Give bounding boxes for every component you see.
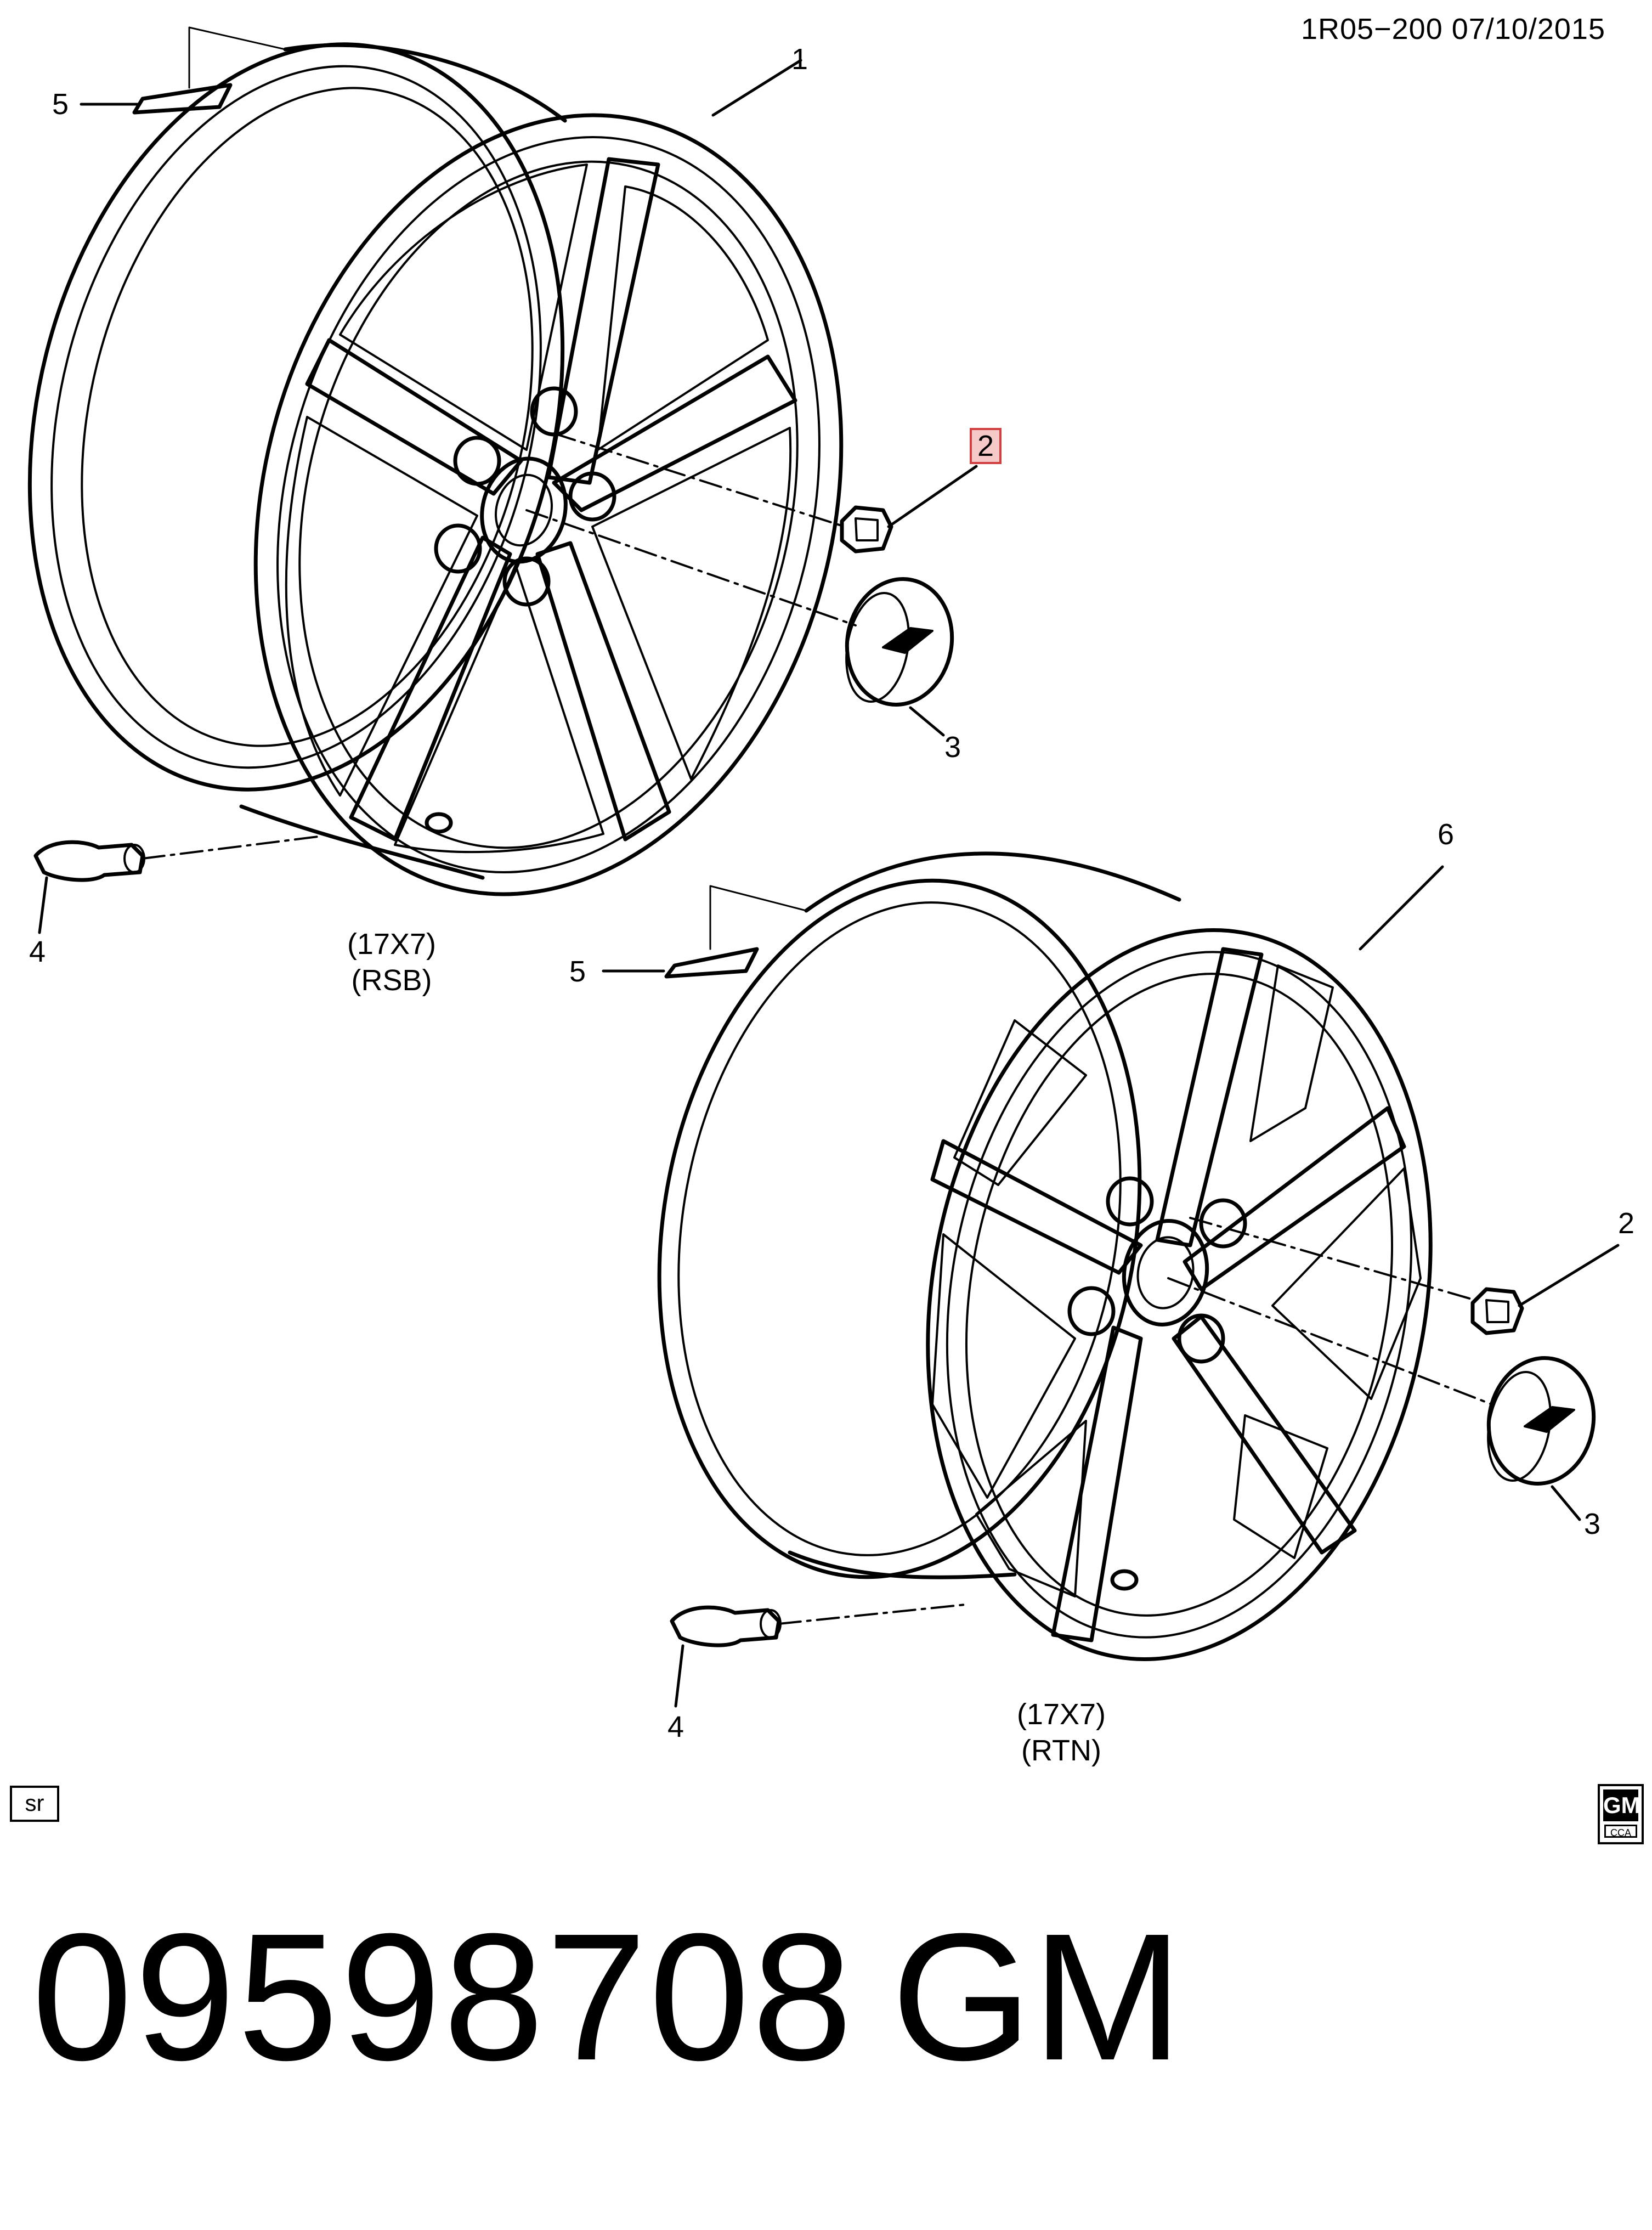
gm-logo-sub: CCA <box>1604 1825 1637 1838</box>
gm-logo-icon: GM CCA <box>1598 1784 1644 1844</box>
part-brand: GM <box>891 1895 1183 2098</box>
top-spoke-2 <box>552 354 797 512</box>
callout-4: 4 <box>29 935 46 968</box>
part-number: 09598708 <box>32 1895 855 2098</box>
gm-logo-text: GM <box>1603 1789 1640 1821</box>
callout-2-highlighted[interactable]: 2 <box>969 428 1002 464</box>
top-wheel <box>27 42 844 896</box>
bottom-wheel <box>657 851 1433 1661</box>
callout-2: 2 <box>1617 1207 1635 1240</box>
bottom-center-cap <box>1486 1356 1596 1486</box>
bottom-wheel-code: (RTN) <box>1021 1734 1101 1767</box>
callout-1: 1 <box>791 43 808 76</box>
top-tpms-sensor <box>33 840 145 882</box>
bowtie-icon <box>882 627 934 654</box>
callout-5: 5 <box>569 955 586 988</box>
callout-6: 6 <box>1437 818 1455 851</box>
callout-4: 4 <box>667 1710 684 1743</box>
top-spoke-5 <box>305 338 523 496</box>
callout-3: 3 <box>1583 1508 1601 1540</box>
bottom-spoke-4 <box>1051 1325 1143 1642</box>
top-balance-weight <box>132 26 286 115</box>
bottom-spoke-2 <box>1183 1106 1406 1291</box>
bottom-tpms-sensor <box>670 1605 782 1647</box>
bottom-spoke-3 <box>1172 1314 1357 1555</box>
bottom-hub <box>1122 1219 1209 1326</box>
bottom-lug-nut <box>1470 1287 1524 1335</box>
callout-5: 5 <box>52 88 69 121</box>
top-spoke-4 <box>349 535 512 842</box>
top-wheel-code: (RSB) <box>351 964 432 997</box>
bottom-spoke-1 <box>1155 947 1264 1247</box>
bottom-wheel-label: (17X7) (RTN) <box>1017 1696 1106 1769</box>
top-wheel-size: (17X7) <box>347 928 437 961</box>
top-center-cap <box>845 577 954 707</box>
top-wheel-label: (17X7) (RSB) <box>347 926 436 998</box>
bottom-wheel-rear-rim <box>657 878 1142 1579</box>
bottom-wheel-front-rim <box>926 928 1433 1661</box>
top-lug-nut <box>840 505 893 554</box>
bowtie-icon <box>1524 1406 1575 1433</box>
top-spoke-1 <box>546 157 660 485</box>
bottom-spoke-5 <box>930 1139 1143 1275</box>
top-hub <box>480 456 568 564</box>
top-wheel-front-rim <box>253 113 844 896</box>
callout-3: 3 <box>944 731 961 764</box>
bottom-wheel-size: (17X7) <box>1016 1698 1106 1731</box>
bottom-balance-weight <box>664 885 807 979</box>
sr-badge: sr <box>10 1786 59 1822</box>
diagram-code-date: 1R05−200 07/10/2015 <box>1301 13 1605 46</box>
